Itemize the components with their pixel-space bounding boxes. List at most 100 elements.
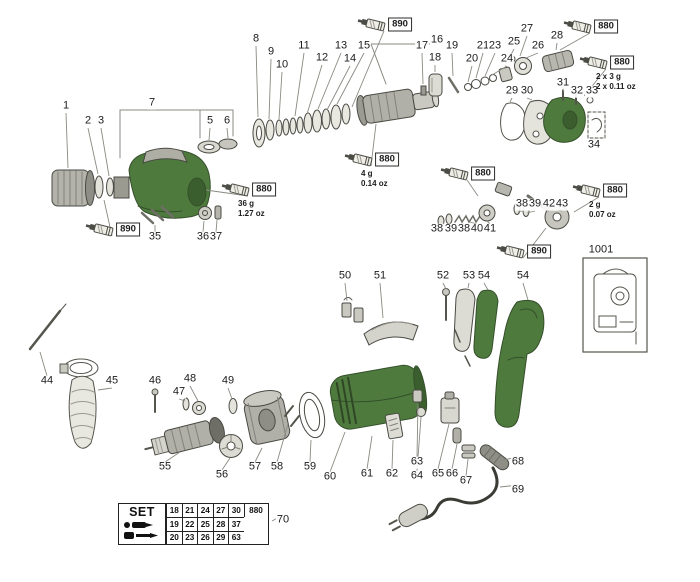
grease-label: 880 [594,19,618,33]
part-65-switch [440,391,460,424]
part-callout-27: 27 [519,22,535,36]
part-51-cover [363,321,419,346]
set-cell: 37 [228,517,244,531]
part-callout-35: 35 [147,230,163,244]
part-callout-38: 38 [456,222,472,236]
part-69-cord [388,466,499,532]
grease-label: 890 [388,17,412,31]
set-box-left: SET [119,504,166,545]
part-callout-12: 12 [314,51,330,65]
part-callout-43: 43 [554,197,570,211]
part-callout-53: 53 [461,269,477,283]
part-64 [416,407,426,417]
part-callout-51: 51 [372,269,388,283]
part-callout-45: 45 [104,374,120,388]
grease-callout-880: 880 [343,152,399,167]
part-callout-3: 3 [96,114,106,128]
part-49-ring [228,398,238,414]
part-callout-39: 39 [527,197,543,211]
set-title: SET [129,505,155,519]
grease-label: 880 [610,55,634,69]
part-callout-8: 8 [251,32,261,46]
set-cell: 22 [181,517,197,531]
part-58-screws [284,405,300,427]
part-callout-17: 17 [414,39,430,53]
grease-tube-icon [344,153,373,167]
grease-note: 4 g 0.14 oz [361,169,388,188]
part-callout-29: 29 [504,84,520,98]
set-cell: 30 [228,504,244,518]
part-callout-15: 15 [356,39,372,53]
part-callout-18: 18 [427,51,443,65]
part-callout-66: 66 [444,467,460,481]
part-34-dashed-box [587,111,606,139]
part-48-bearing [192,401,206,415]
part-callout-40: 40 [469,222,485,236]
grease-note: 2 x 3 g 2 x 0.11 oz [596,72,636,91]
case-1001-box [582,257,648,353]
part-63 [412,389,423,403]
part-callout-2: 2 [83,114,93,128]
part-callout-65: 65 [430,467,446,481]
parts-17-28 [420,49,575,97]
part-67-clamp [461,444,476,459]
grease-callout-880: 880 [571,183,627,198]
part-callout-19: 19 [444,39,460,53]
part-handle-screws [454,329,471,367]
part-ring-2 [94,175,104,199]
set-cell: 18 [166,504,182,518]
part-36-37 [198,205,222,220]
part-59-baffle [298,391,326,439]
grease-label: 880 [252,182,276,196]
part-callout-56: 56 [214,468,230,482]
part-callout-9: 9 [266,45,276,59]
set-cell: 26 [197,530,213,545]
part-motor-housing [329,364,428,430]
part-44-rod [28,303,67,351]
set-cell: 27 [212,504,229,518]
part-callout-6: 6 [222,114,232,128]
grease-callout-890: 890 [84,222,140,237]
part-callout-20: 20 [464,52,480,66]
part-callout-7: 7 [147,96,157,110]
part-callout-28: 28 [549,29,565,43]
grease-note: 36 g 1.27 oz [238,199,265,218]
part-callout-23: 23 [487,39,503,53]
part-callout-38: 38 [514,197,530,211]
grease-tube-icon [85,223,114,237]
part-callout-10: 10 [274,58,290,72]
part-45-side-handle [59,358,99,449]
grease-callout-880: 880 [562,19,618,34]
part-callout-52: 52 [435,269,451,283]
part-callout-61: 61 [359,467,375,481]
part-callout-68: 68 [510,455,526,469]
grease-tube-icon [221,183,250,197]
part-callout-47: 47 [171,385,187,399]
set-cell: 24 [197,504,213,518]
part-callout-55: 55 [157,460,173,474]
part-callout-34: 34 [586,138,602,152]
set-cell: 28 [212,517,228,531]
set-cell: 63 [228,530,244,545]
part-callout-11: 11 [297,39,311,53]
part-callout-5: 5 [205,114,215,128]
part-callout-46: 46 [147,374,163,388]
part-spindle-rings [252,103,351,148]
part-68-grommet [479,444,510,471]
grease-callout-880: 880 [439,166,495,181]
part-29-gasket [500,102,526,141]
part-callout-67: 67 [458,474,474,488]
part-56-shield [219,434,243,458]
set-cell: 19 [166,517,182,531]
grease-label: 890 [116,222,140,236]
part-armature [144,417,225,456]
part-callout-30: 30 [519,84,535,98]
part-callout-16: 16 [429,33,445,47]
part-clutch-assembly [437,204,496,227]
part-callout-38: 38 [429,222,445,236]
part-callout-31: 31 [555,76,571,90]
part-callout-70: 70 [275,513,291,527]
part-callout-57: 57 [247,460,263,474]
